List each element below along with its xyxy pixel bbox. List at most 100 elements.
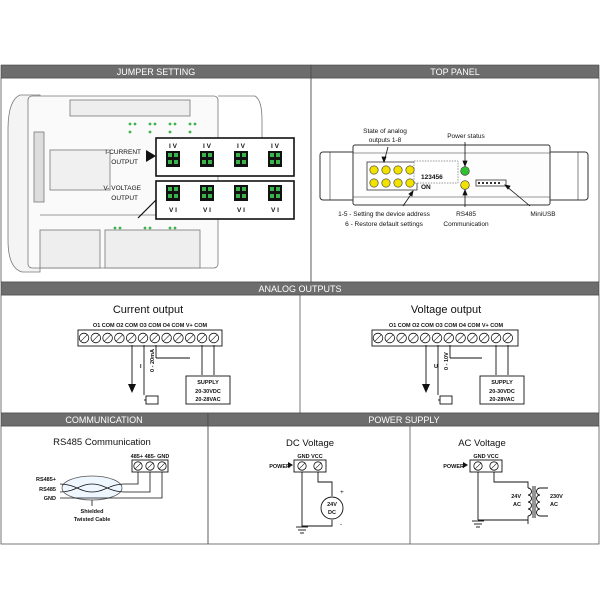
rs485-communication-title: RS485 Communication xyxy=(53,437,151,448)
dc-wiring xyxy=(296,472,333,534)
terminal-screw-slot xyxy=(174,334,183,342)
dc-power-arrow xyxy=(288,462,293,468)
v-voltage-jumper-1: V I xyxy=(166,185,180,214)
current-sensor-arrow xyxy=(128,384,136,393)
terminal-screw-slot xyxy=(468,334,477,342)
rs485-led xyxy=(460,180,470,190)
dc-source-voltage: 24V xyxy=(327,502,337,508)
terminal-screw-slot xyxy=(80,334,88,342)
current-supply-dc: 20-30VDC xyxy=(195,389,221,395)
terminal-screw-slot xyxy=(421,334,429,342)
ac-primary-voltage: 230V xyxy=(550,494,563,500)
i-current-jumper-3: I V xyxy=(234,143,248,167)
panel-borders xyxy=(0,77,600,545)
i-current-jumper-4: I V xyxy=(268,143,282,167)
vi-label: V I xyxy=(271,207,279,214)
v-voltage-jumper-3: V I xyxy=(234,185,248,214)
vi-label: V I xyxy=(203,207,211,214)
dc-minus-sign: - xyxy=(340,521,342,528)
dip-switch: 123456 ON xyxy=(421,174,443,191)
v-voltage-jumper-4: V I xyxy=(268,185,282,214)
i-current-label-1: I-CURRENT xyxy=(105,149,141,156)
terminal-screw-slot xyxy=(409,334,418,342)
voltage-supply-ac: 20-28VAC xyxy=(489,397,514,403)
voltage-output-title: Voltage output xyxy=(411,304,481,316)
dc-power-label: POWER xyxy=(269,464,290,470)
transformer-icon xyxy=(527,486,548,518)
dc-source-type: DC xyxy=(328,510,336,516)
voltage-supply-box: SUPPLY 20-30VDC 20-28VAC xyxy=(479,375,525,405)
v-voltage-jumper-box: V I V I V I V I xyxy=(137,180,295,220)
terminal-screw-slot xyxy=(433,334,441,342)
dc-plus-sign: + xyxy=(340,489,344,496)
i-current-jumper-box: I V I V I V I V xyxy=(146,137,295,177)
comm-terminal-labels: 485+ 485- GND xyxy=(131,454,170,460)
ac-voltage-title: AC Voltage xyxy=(458,438,506,449)
voltage-wiring xyxy=(425,345,509,405)
current-supply-ac: 20-28VAC xyxy=(195,397,220,403)
rs485-minus-label: RS485 xyxy=(39,487,56,493)
power-supply-header: POWER SUPPLY xyxy=(368,415,439,425)
terminal-screw-slot xyxy=(492,334,500,342)
miniusb-port-icon xyxy=(478,182,500,184)
terminal-screw-slot xyxy=(456,334,465,342)
section-headers: JUMPER SETTING TOP PANEL ANALOG OUTPUTS … xyxy=(0,64,600,427)
terminal-screw-slot xyxy=(127,334,135,342)
dc-source-icon: 24V DC + - xyxy=(320,489,344,528)
comm-terminal-block xyxy=(131,459,169,473)
current-terminal-screws xyxy=(78,332,220,344)
v-voltage-label-1: V- VOLTAGE xyxy=(103,185,141,192)
rs485-label-1: RS485 xyxy=(456,211,476,218)
iv-label: I V xyxy=(203,143,212,150)
top-panel-header: TOP PANEL xyxy=(430,67,480,77)
terminal-screw-slot xyxy=(162,334,171,342)
voltage-terminal-labels: O1 COM O2 COM O3 COM O4 COM V+ COM xyxy=(389,323,504,329)
voltage-supply-label: SUPPLY xyxy=(491,380,513,386)
voltage-terminal-screws xyxy=(372,332,514,344)
terminal-screw-slot xyxy=(115,334,124,342)
terminal-screw-slot xyxy=(92,334,100,342)
ac-primary-type: AC xyxy=(550,502,558,508)
i-current-label-2: OUTPUT xyxy=(111,159,138,166)
terminal-screw-slot xyxy=(374,334,382,342)
terminal-screw-slot xyxy=(386,334,394,342)
twisted-cable xyxy=(59,472,163,506)
top-panel-callout-arrows xyxy=(381,142,531,207)
analog-state-label-2: outputs 1-8 xyxy=(369,137,402,144)
terminal-screw-slot xyxy=(139,334,147,342)
ac-terminal-block xyxy=(469,459,503,473)
communication-header: COMMUNICATION xyxy=(65,415,142,425)
current-sensor-label: I xyxy=(140,364,142,370)
voltage-sensor-label: U xyxy=(434,364,438,370)
ac-secondary-voltage: 24V xyxy=(511,494,521,500)
iv-label: I V xyxy=(169,143,178,150)
dc-terminal-labels: GND VCC xyxy=(297,454,322,460)
current-wiring xyxy=(131,345,215,405)
power-status-label: Power status xyxy=(447,133,485,140)
i-current-jumper-2: I V xyxy=(200,143,214,167)
current-supply-label: SUPPLY xyxy=(197,380,219,386)
cable-label-1: Shielded xyxy=(81,509,104,515)
dc-voltage-title: DC Voltage xyxy=(286,438,334,449)
cable-label-2: Twisted Cable xyxy=(74,517,111,523)
current-terminal-labels: O1 COM O2 COM O3 COM O4 COM V+ COM xyxy=(93,323,208,329)
rs485-plus-label: RS485+ xyxy=(36,477,56,483)
terminal-screw-slot xyxy=(480,334,488,342)
v-voltage-jumper-2: V I xyxy=(200,185,214,214)
terminal-screw-slot xyxy=(198,334,206,342)
terminal-screw-slot xyxy=(504,334,512,342)
setting-address-label: 1-5 - Setting the device address xyxy=(338,211,431,218)
terminal-screw-slot xyxy=(186,334,194,342)
top-panel-device xyxy=(319,144,589,206)
dc-terminal-block xyxy=(293,459,327,473)
analog-state-label-1: State of analog xyxy=(363,128,407,135)
voltage-sensor-arrow xyxy=(422,384,430,393)
voltage-supply-dc: 20-30VDC xyxy=(489,389,515,395)
gnd-label: GND xyxy=(44,496,56,502)
vi-label: V I xyxy=(169,207,177,214)
ac-secondary-type: AC xyxy=(513,502,521,508)
voltage-range-label: 0 - 10V xyxy=(444,352,450,370)
jumper-setting-header: JUMPER SETTING xyxy=(117,67,196,77)
iv-label: I V xyxy=(271,143,280,150)
iv-label: I V xyxy=(237,143,246,150)
